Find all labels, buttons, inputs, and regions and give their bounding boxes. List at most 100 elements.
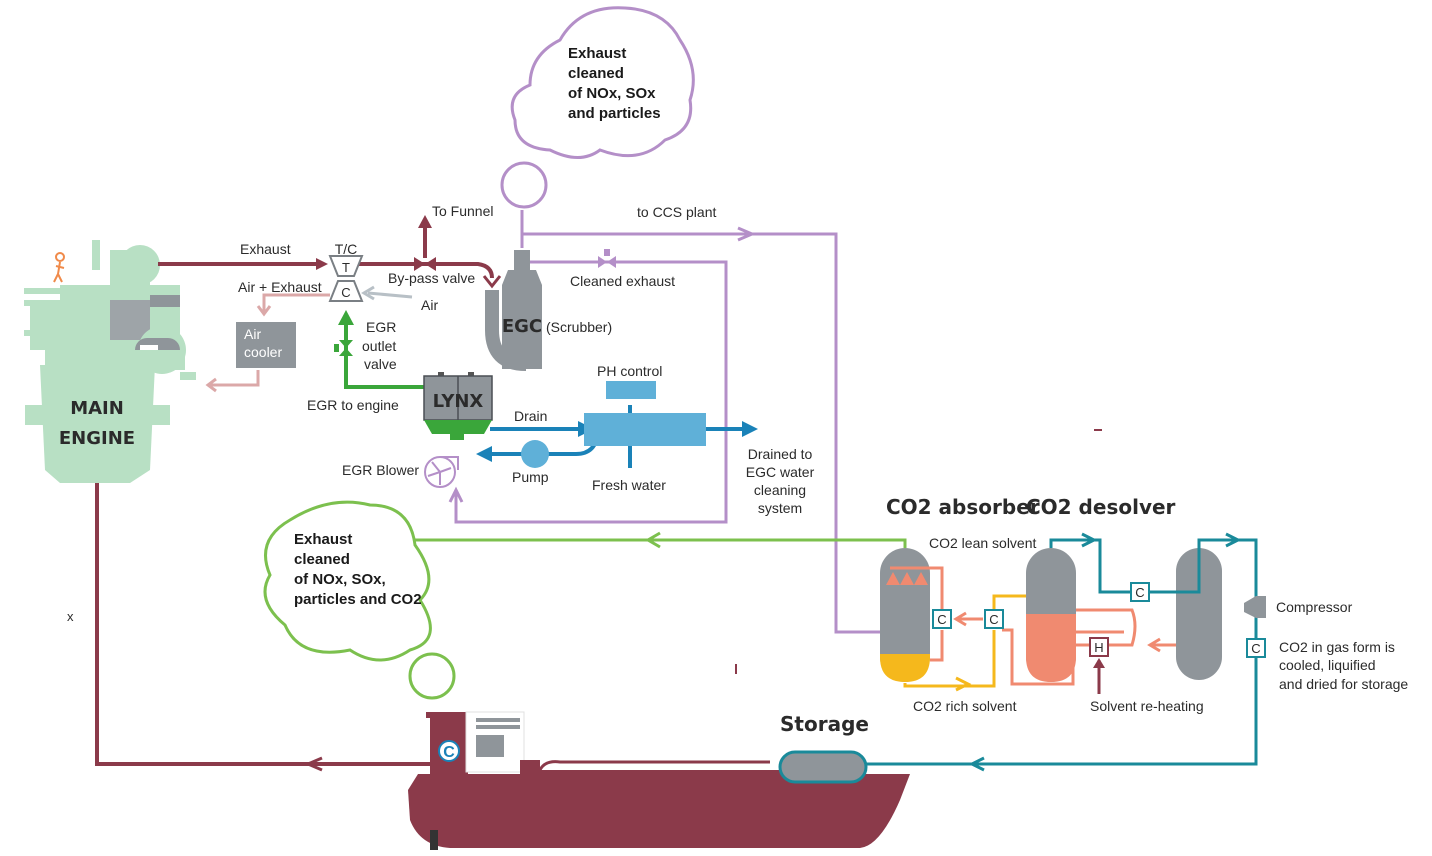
storage-arrow [968,756,985,772]
lynx-unit: LYNX [423,372,493,440]
air-cooler-label-2: cooler [244,344,282,360]
svg-text:C: C [443,744,455,761]
cloud-bottom-line1: Exhaust [294,531,352,548]
drained-label-2: EGC water [746,464,815,480]
ph-control-box [606,381,656,399]
egr-arrow [338,310,354,325]
exhaust-arrow [316,258,328,270]
egr-outlet-valve-icon [334,340,353,356]
air-exhaust-label: Air + Exhaust [238,279,322,295]
air-exhaust-line [205,293,330,393]
ph-control-label: PH control [597,363,662,379]
reheating-label: Solvent re-heating [1090,698,1204,714]
turbocharger: T/C T C [328,241,364,302]
bypass-arrow [482,275,502,289]
co2-desolver-title: CO2 desolver [1026,495,1176,519]
co2-cleaned-exhaust-line [408,531,907,549]
rich-solvent-label: CO2 rich solvent [913,698,1017,714]
gas-label-2: cooled, liquified [1279,657,1376,673]
cooler-c-box-1: C [932,609,952,629]
cloud-top-text: Exhaust cleaned of NOx, SOx and particle… [568,45,661,122]
to-funnel-label: To Funnel [432,203,493,219]
storage-label: Storage [780,712,869,736]
desolver-return-arrow [1147,637,1161,653]
shipping-logo: C [438,740,460,762]
gas-label-1: CO2 in gas form is [1279,639,1395,655]
engine-label-line2: ENGINE [59,428,135,449]
cleaned-exhaust-lines [454,210,886,634]
cloud-top [500,6,695,209]
co2-absorber [880,548,930,682]
cloud-bottom-line3: of NOx, SOx, [294,571,386,588]
air-line [367,291,413,299]
cooler-c-box-2: C [984,609,1004,629]
compressor-icon [1244,596,1266,618]
drain-label: Drain [514,408,547,424]
svg-text:C: C [989,612,998,627]
separator-drum [1176,548,1222,680]
fresh-water-label: Fresh water [592,477,666,493]
svg-text:C: C [1135,585,1144,600]
to-ccs-arrow [737,226,756,242]
co2-desolver [1026,548,1076,682]
engine-label-line1: MAIN [70,398,124,419]
water-tank [584,413,706,446]
main-engine: MAIN ENGINE [24,240,196,483]
svg-text:C: C [937,612,946,627]
turbine-label: T [342,260,350,275]
lean-solvent-label: CO2 lean solvent [929,535,1037,551]
compressor-feed-arrow [1225,532,1242,548]
egr-blower-icon [424,456,459,488]
gas-label-3: and dried for storage [1279,676,1408,692]
egc-scrubber: EGC [485,250,542,371]
egr-valve-label-1: EGR [366,319,396,335]
egr-valve-label-3: valve [364,356,397,372]
svg-text:C: C [1251,641,1260,656]
rich-solvent-lines [903,594,1030,688]
air-arrow [361,285,375,301]
lean-solvent-lines [890,566,1176,686]
drained-label-1: Drained to [748,446,813,462]
bypass-valve-label: By-pass valve [388,270,475,286]
cooler-c-box-3: C [1130,582,1150,602]
rich-arrow [955,676,972,692]
storage-tank [778,750,868,784]
egr-valve-label-2: outlet [362,338,396,354]
cloud-bottom-line4: particles and CO2 [294,591,422,608]
scrubber-label: (Scrubber) [546,319,612,335]
to-ccs-label: to CCS plant [637,204,716,220]
co2-absorber-title: CO2 absorber [886,495,1040,519]
drained-label-3: cleaning [754,482,806,498]
person-icon [53,252,65,283]
funnel-arrow [418,215,432,228]
cloud-bottom-line2: cleaned [294,551,350,568]
co2-gas-lines [866,538,1258,766]
egr-to-engine-label: EGR to engine [307,397,399,413]
ship [408,711,910,850]
x-mark: x [67,609,74,624]
lean-arrow [953,611,967,627]
cloud-bottom [263,500,456,700]
exhaust-lines [95,222,494,766]
drained-arrow [742,421,758,437]
cloud-top-line2: cleaned [568,65,624,82]
return-arrow [304,756,323,772]
pump-return-arrow [476,446,492,462]
egc-label: EGC [502,316,542,337]
drained-label-4: system [758,500,802,516]
air-cooler: Air cooler [236,322,296,368]
pump-label: Pump [512,469,549,485]
bypass-valve-icon [414,257,436,271]
heater-h-box: H [1089,637,1109,694]
cloud-top-line1: Exhaust [568,45,626,62]
cooler-c-box-4: C [1246,638,1266,658]
lynx-label: LYNX [433,391,484,412]
blower-arrow [448,486,464,503]
cloud-bottom-text: Exhaust cleaned of NOx, SOx, particles a… [294,531,422,608]
desolver-gas-arrow [1081,532,1098,548]
cloud-top-line4: and particles [568,105,661,122]
compressor-label: C [341,285,350,300]
svg-text:H: H [1094,640,1103,655]
air-cooler-label-1: Air [244,326,261,342]
